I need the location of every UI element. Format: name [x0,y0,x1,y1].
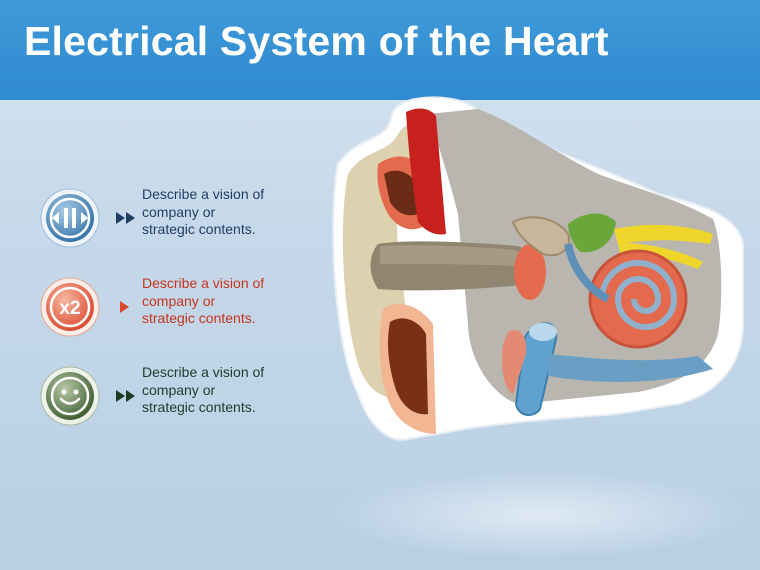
smiley-icon [40,366,100,426]
item-description: Describe a vision of company or strategi… [142,186,302,239]
title-banner: Electrical System of the Heart [0,0,760,100]
floor-reflection [330,470,750,560]
x2-icon: x2 [40,277,100,337]
arrow-icon [116,212,135,224]
desc-line: company or [142,381,216,398]
x2-icon-text: x2 [59,298,80,319]
desc-line: Describe a vision of [142,275,265,291]
page-title: Electrical System of the Heart [24,18,609,64]
desc-line: company or [142,203,216,220]
list-item-2: x2 Describe a vision of company or strat… [40,275,302,341]
desc-line: strategic contents. [142,310,256,326]
desc-line: Describe a vision of [142,186,265,202]
arrow-icon [116,390,135,402]
item-description: Describe a vision of company or strategi… [142,275,302,328]
list-item-3: Describe a vision of company or strategi… [40,364,302,430]
ear-anatomy-illustration [332,96,744,441]
desc-line: strategic contents. [142,221,256,237]
pause-play-icon [40,188,100,248]
desc-line: strategic contents. [142,399,256,415]
desc-line: company or [142,292,216,309]
list-item-1: Describe a vision of company or strategi… [40,186,302,252]
desc-line: Describe a vision of [142,364,265,380]
arrow-icon [120,301,129,313]
item-description: Describe a vision of company or strategi… [142,364,302,417]
